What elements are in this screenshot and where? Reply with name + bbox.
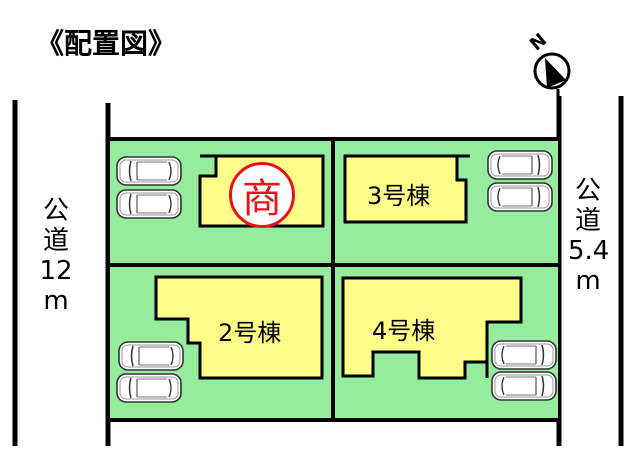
road-label-char: 公 <box>42 196 69 226</box>
north-arrow-icon: N <box>526 29 571 98</box>
parking-space-icon <box>118 341 184 371</box>
left-road-label: 公 道 12 m <box>36 196 76 316</box>
road-label-char: 道 <box>42 226 69 256</box>
building-label-3: 3号棟 <box>367 182 431 210</box>
building-label-2: 2号棟 <box>218 319 282 347</box>
building-label-4: 4号棟 <box>372 317 436 345</box>
parking-space-icon <box>116 156 182 186</box>
shop-badge-icon: 商 <box>229 162 295 228</box>
building-lot-4 <box>341 276 523 380</box>
road-width-unit: m <box>575 266 601 296</box>
road-label-char: 道 <box>574 206 601 236</box>
road-width-unit: m <box>43 286 69 316</box>
building-lot-2 <box>154 275 324 380</box>
right-road-label: 公 道 5.4 m <box>568 176 610 296</box>
road-width-value: 12 <box>39 256 73 286</box>
road-label-char: 公 <box>574 176 601 206</box>
road-width-value: 5.4 <box>568 236 610 266</box>
parking-space-icon <box>116 189 182 219</box>
parking-space-icon <box>116 373 182 403</box>
page-title: 《配置図》 <box>36 27 177 60</box>
svg-text:N: N <box>526 29 551 55</box>
